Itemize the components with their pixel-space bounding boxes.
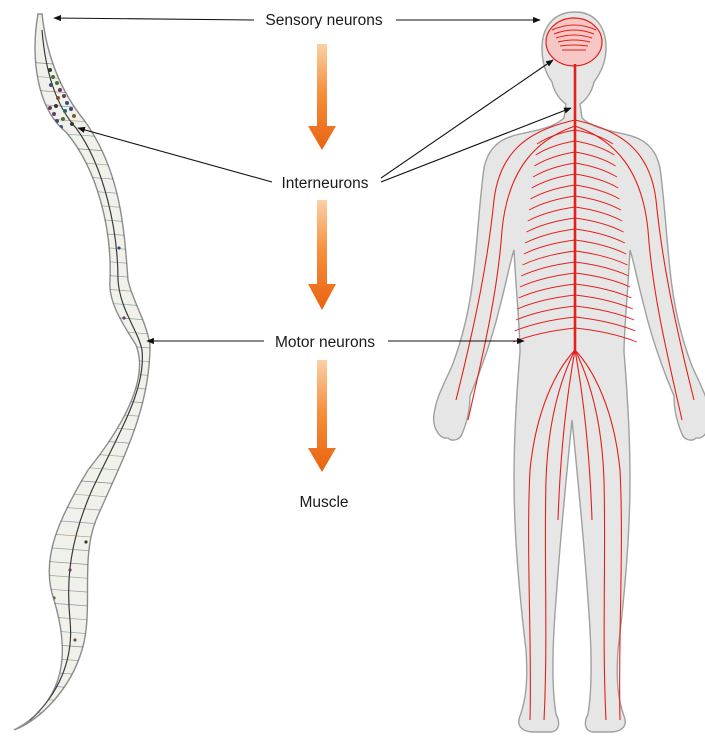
worm-cell-body bbox=[94, 680, 97, 683]
worm-cell-body bbox=[90, 372, 93, 375]
worm-ganglion-cell bbox=[68, 70, 72, 74]
worm-cell-body bbox=[96, 204, 99, 207]
worm-neuron bbox=[0, 171, 160, 183]
worm-neuron bbox=[0, 281, 160, 293]
worm-ganglion-cell bbox=[70, 122, 74, 126]
nematode-worm-illustration bbox=[0, 14, 160, 730]
worm-cell-body bbox=[101, 274, 104, 277]
worm-neuron bbox=[0, 433, 160, 445]
flow-arrow-icon bbox=[308, 360, 336, 472]
worm-ganglion-cell bbox=[66, 78, 70, 82]
worm-cell-body bbox=[95, 442, 98, 445]
worm-cell-body bbox=[73, 638, 76, 641]
worm-ganglion-cell bbox=[48, 106, 52, 110]
worm-cell-body bbox=[126, 624, 129, 627]
worm-neuron bbox=[0, 157, 160, 169]
worm-cell-body bbox=[105, 582, 108, 585]
worm-cell-body bbox=[59, 190, 62, 193]
human-nervous-system-illustration bbox=[434, 12, 705, 732]
worm-cell-body bbox=[100, 512, 103, 515]
worm-neuron bbox=[0, 254, 160, 266]
worm-cell-body bbox=[106, 344, 109, 347]
worm-ganglion-cell bbox=[56, 96, 60, 100]
worm-cell-body bbox=[79, 470, 82, 473]
label-interneurons: Interneurons bbox=[281, 175, 368, 192]
worm-cell-body bbox=[122, 316, 125, 319]
worm-neuron bbox=[0, 696, 160, 708]
worm-neuron bbox=[0, 378, 160, 390]
worm-ganglion-cell bbox=[58, 88, 62, 92]
worm-ganglion-cell bbox=[53, 127, 57, 131]
human-body-silhouette bbox=[434, 12, 705, 732]
worm-ganglion-cell bbox=[69, 85, 73, 89]
worm-cell-body bbox=[68, 568, 71, 571]
worm-neuron bbox=[0, 710, 160, 722]
worm-neuron bbox=[0, 60, 160, 72]
worm-cell-body bbox=[80, 232, 83, 235]
worm-ganglion-cell bbox=[62, 94, 66, 98]
flow-arrow-icon bbox=[308, 44, 336, 150]
worm-neuron bbox=[0, 364, 160, 376]
worm-cell-body bbox=[42, 456, 45, 459]
worm-ganglion-cell bbox=[63, 109, 67, 113]
label-muscle: Muscle bbox=[299, 494, 348, 511]
sensory-arrow-left bbox=[54, 18, 254, 20]
worm-cell-body bbox=[110, 652, 113, 655]
worm-cell-body bbox=[64, 260, 67, 263]
worm-cell-body bbox=[85, 302, 88, 305]
worm-cell-body bbox=[127, 386, 130, 389]
worm-neuron bbox=[0, 669, 160, 681]
flow-arrow-icon bbox=[308, 200, 336, 310]
worm-ganglion-cell bbox=[69, 107, 73, 111]
flow-column: Sensory neurons Interneurons Motor neuro… bbox=[265, 12, 382, 511]
worm-neuron bbox=[0, 267, 160, 279]
worm-neuron bbox=[0, 198, 160, 210]
worm-cell-body bbox=[63, 498, 66, 501]
worm-cell-body bbox=[111, 414, 114, 417]
worm-neuron bbox=[0, 226, 160, 238]
worm-ganglion-cell bbox=[49, 83, 53, 87]
worm-cell-body bbox=[47, 526, 50, 529]
worm-cell-body bbox=[38, 148, 41, 151]
label-motor-neurons: Motor neurons bbox=[275, 334, 375, 351]
worm-neuron bbox=[0, 461, 160, 473]
worm-neuron bbox=[0, 74, 160, 86]
worm-neuron bbox=[0, 101, 160, 113]
worm-neuron bbox=[0, 350, 160, 362]
worm-neuron bbox=[0, 682, 160, 694]
worm-cell-body bbox=[58, 428, 61, 431]
worm-neuron bbox=[0, 88, 160, 100]
worm-ganglion-cell bbox=[54, 104, 58, 108]
worm-cell-body bbox=[89, 610, 92, 613]
worm-ganglion-cell bbox=[50, 120, 54, 124]
worm-cell-body bbox=[74, 400, 77, 403]
worm-ganglion-cell bbox=[55, 81, 59, 85]
worm-cell-body bbox=[116, 484, 119, 487]
worm-neuron bbox=[0, 240, 160, 252]
worm-ganglion-cell bbox=[65, 101, 69, 105]
worm-cell-body bbox=[69, 330, 72, 333]
worm-neuron bbox=[0, 212, 160, 224]
worm-ganglion-cell bbox=[61, 117, 65, 121]
worm-ganglion-cell bbox=[72, 114, 76, 118]
worm-ganglion-cell bbox=[51, 75, 55, 79]
worm-neuron bbox=[0, 447, 160, 459]
worm-cell-body bbox=[121, 554, 124, 557]
worm-cell-body bbox=[53, 358, 56, 361]
worm-neuron bbox=[0, 295, 160, 307]
worm-neuron bbox=[0, 184, 160, 196]
worm-cell-body bbox=[84, 540, 87, 543]
worm-ganglion-cell bbox=[62, 72, 66, 76]
worm-ganglion-cell bbox=[48, 68, 52, 72]
worm-cell-body bbox=[41, 694, 44, 697]
worm-cell-body bbox=[117, 246, 120, 249]
worm-cell-body bbox=[43, 218, 46, 221]
worm-cell-body bbox=[75, 162, 78, 165]
worm-ganglion-cell bbox=[52, 112, 56, 116]
worm-cell-body bbox=[48, 288, 51, 291]
worm-ganglion-cell bbox=[73, 91, 77, 95]
label-sensory-neurons: Sensory neurons bbox=[265, 12, 382, 29]
